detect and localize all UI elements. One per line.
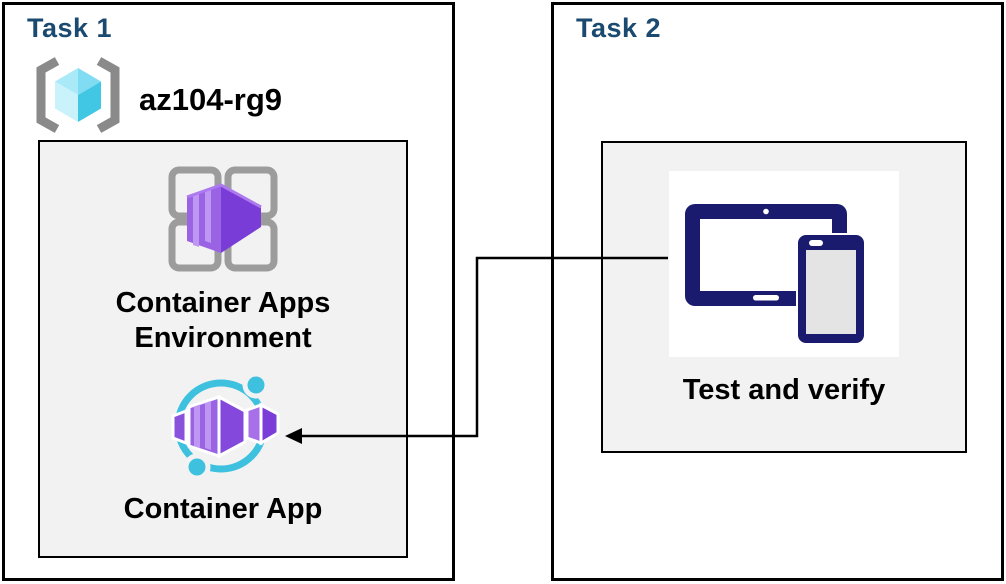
resource-group-row: az104-rg9 [27,55,282,135]
task1-title: Task 1 [27,13,113,43]
test-verify-box: Test and verify [601,141,967,453]
task2-panel: Task 2 Test and verify [551,2,1004,581]
test-devices-icon [685,204,866,345]
test-verify-label: Test and verify [682,374,886,406]
resource-group-name: az104-rg9 [139,82,283,117]
container-app-label: Container App [123,493,323,525]
environment-label: Container Apps Environment [115,287,331,354]
task1-panel: Task 1 az104-rg9 [2,2,455,581]
device-icon-card [669,171,899,357]
task2-title: Task 2 [576,13,662,43]
container-app-icon [171,371,280,481]
container-apps-group-box: Container Apps Environment Container App [38,140,408,558]
azure-resource-group-icon [36,57,120,133]
container-apps-environment-icon [168,166,278,272]
